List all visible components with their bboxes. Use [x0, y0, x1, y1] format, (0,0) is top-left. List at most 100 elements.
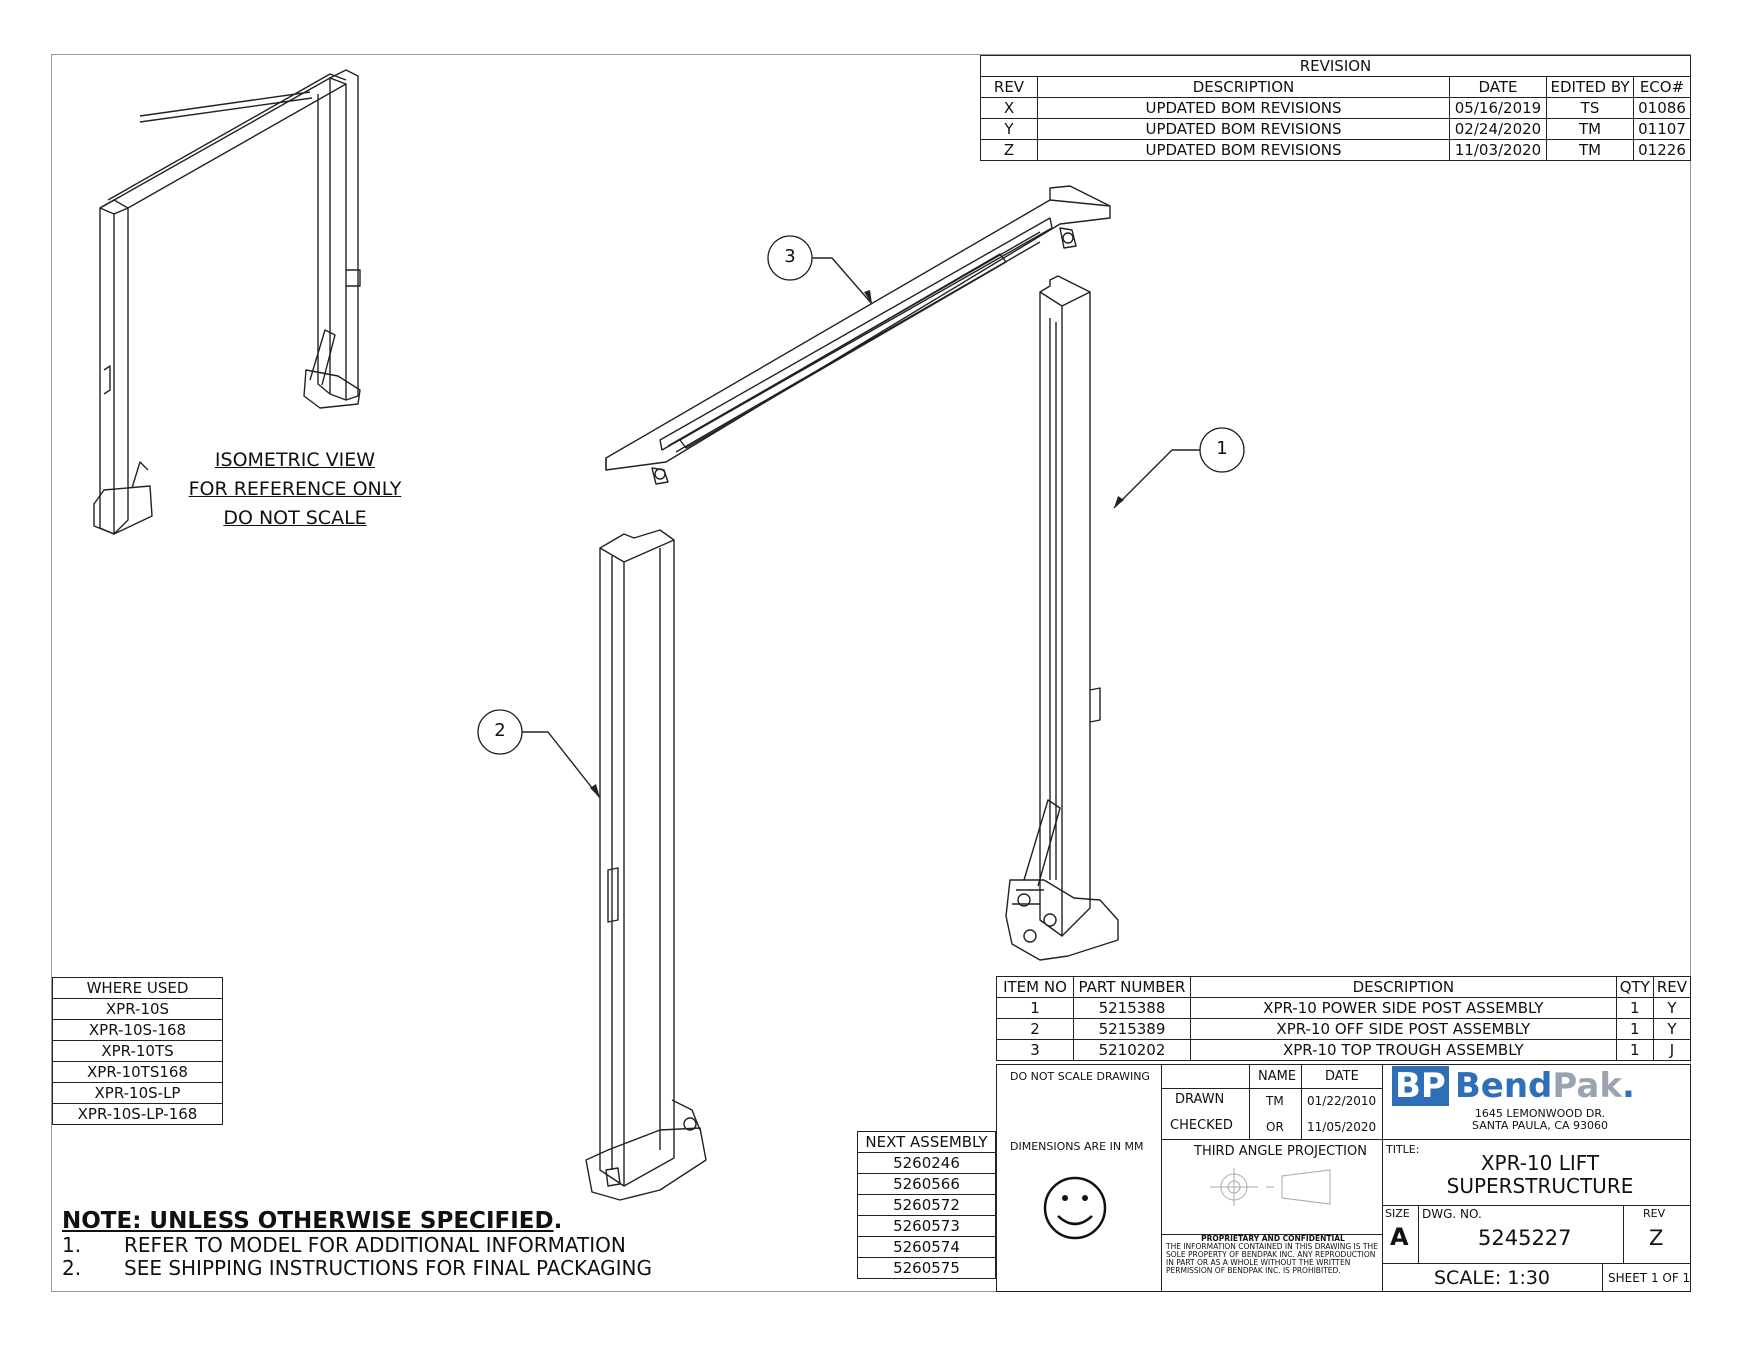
- next-assembly-item: 5260575: [857, 1257, 996, 1279]
- note-item: 2. SEE SHIPPING INSTRUCTIONS FOR FINAL PA…: [62, 1257, 652, 1280]
- rev-value: Z: [1649, 1226, 1664, 1250]
- next-assembly-item: 5260572: [857, 1194, 996, 1216]
- bom-row: 3 5210202 XPR-10 TOP TROUGH ASSEMBLY 1 J: [996, 1039, 1692, 1061]
- off-side-post: [585, 529, 707, 1201]
- proprietary-title: PROPRIETARY AND CONFIDENTIAL: [1201, 1234, 1345, 1243]
- isometric-note-line: FOR REFERENCE ONLY: [188, 478, 402, 500]
- bom-cell: 5210202: [1073, 1039, 1191, 1061]
- bom-header: ITEM NO: [996, 976, 1074, 998]
- balloon-3: [767, 235, 813, 281]
- logo-dot: .: [1621, 1066, 1635, 1106]
- do-not-scale-label: DO NOT SCALE DRAWING: [1010, 1070, 1150, 1083]
- address-line: 1645 LEMONWOOD DR.: [1474, 1107, 1606, 1120]
- bom-header: REV: [1652, 976, 1692, 998]
- bom-table: ITEM NO PART NUMBER DESCRIPTION QTY REV …: [996, 976, 1692, 1061]
- sheet-value: SHEET 1 OF 1: [1608, 1271, 1691, 1285]
- where-used-item: XPR-10S: [52, 998, 223, 1020]
- revision-cell: 01107: [1633, 118, 1691, 140]
- notes-title-text: NOTE: UNLESS OTHERWISE SPECIFIED: [62, 1208, 554, 1234]
- name-header: NAME: [1258, 1069, 1297, 1084]
- bom-header-row: ITEM NO PART NUMBER DESCRIPTION QTY REV: [996, 976, 1692, 998]
- next-assembly-item: 5260574: [857, 1236, 996, 1258]
- drawing-title-line: XPR-10 LIFT: [1480, 1151, 1600, 1175]
- note-item: 1. REFER TO MODEL FOR ADDITIONAL INFORMAT…: [62, 1234, 652, 1257]
- drawn-date: 01/22/2010: [1307, 1094, 1377, 1108]
- bom-cell: 1: [1615, 1039, 1654, 1061]
- bom-cell: Y: [1652, 1018, 1692, 1040]
- notes-block: NOTE: UNLESS OTHERWISE SPECIFIED. 1. REFE…: [62, 1208, 652, 1280]
- checked-date: 11/05/2020: [1307, 1120, 1377, 1134]
- power-side-post: [1005, 275, 1119, 961]
- rev-label: REV: [1643, 1207, 1666, 1220]
- size-label: SIZE: [1385, 1207, 1410, 1220]
- dwg-number: 5245227: [1478, 1226, 1572, 1250]
- date-header: DATE: [1325, 1069, 1359, 1084]
- dimensions-label: DIMENSIONS ARE IN MM: [1010, 1140, 1144, 1153]
- bom-header: QTY: [1615, 976, 1654, 998]
- balloon-2-label: 2: [494, 720, 506, 741]
- drawing-title: XPR-10 LIFT SUPERSTRUCTURE: [1420, 1152, 1660, 1198]
- bom-cell: J: [1652, 1039, 1692, 1061]
- where-used-item: XPR-10S-168: [52, 1019, 223, 1041]
- revision-header: ECO#: [1633, 76, 1691, 98]
- bom-cell: 5215388: [1073, 997, 1191, 1019]
- bom-cell: 1: [1615, 997, 1654, 1019]
- revision-cell: TM: [1546, 139, 1634, 161]
- where-used-item: XPR-10TS: [52, 1040, 223, 1062]
- bom-cell: 1: [1615, 1018, 1654, 1040]
- balloon-1-label: 1: [1216, 438, 1228, 459]
- checked-label: CHECKED: [1170, 1118, 1233, 1133]
- notes-title: NOTE: UNLESS OTHERWISE SPECIFIED.: [62, 1208, 563, 1234]
- bom-header: PART NUMBER: [1073, 976, 1191, 998]
- revision-cell: 11/03/2020: [1449, 139, 1547, 161]
- smiley-icon: [1043, 1176, 1107, 1240]
- note-text: REFER TO MODEL FOR ADDITIONAL INFORMATIO…: [124, 1233, 626, 1257]
- next-assembly-table: NEXT ASSEMBLY 5260246 5260566 5260572 52…: [857, 1131, 996, 1279]
- logo-bp-mark: BP: [1392, 1066, 1449, 1106]
- bom-row: 1 5215388 XPR-10 POWER SIDE POST ASSEMBL…: [996, 997, 1692, 1019]
- bom-row: 2 5215389 XPR-10 OFF SIDE POST ASSEMBLY …: [996, 1018, 1692, 1040]
- next-assembly-item: 5260566: [857, 1173, 996, 1195]
- proprietary-block: PROPRIETARY AND CONFIDENTIAL THE INFORMA…: [1166, 1235, 1380, 1275]
- logo-pak: Pak: [1552, 1066, 1622, 1106]
- size-value: A: [1390, 1223, 1409, 1251]
- revision-header: REV: [980, 76, 1038, 98]
- note-number: 2.: [62, 1256, 82, 1280]
- balloon-2: [477, 709, 523, 755]
- revision-cell: 01226: [1633, 139, 1691, 161]
- leader-lines: [522, 257, 1202, 799]
- checked-name: OR: [1266, 1120, 1284, 1134]
- isometric-view: [93, 69, 361, 535]
- bom-cell: 5215389: [1073, 1018, 1191, 1040]
- third-angle-projection-symbol: [1210, 1168, 1331, 1206]
- note-number: 1.: [62, 1233, 82, 1257]
- top-trough: [605, 185, 1111, 485]
- where-used-table: WHERE USED XPR-10S XPR-10S-168 XPR-10TS …: [52, 977, 223, 1125]
- bom-cell: XPR-10 TOP TROUGH ASSEMBLY: [1190, 1039, 1617, 1061]
- bom-cell: XPR-10 OFF SIDE POST ASSEMBLY: [1190, 1018, 1617, 1040]
- where-used-item: XPR-10TS168: [52, 1061, 223, 1083]
- drawn-name: TM: [1266, 1094, 1284, 1108]
- revision-row: Z UPDATED BOM REVISIONS 11/03/2020 TM 01…: [980, 139, 1691, 161]
- next-assembly-title: NEXT ASSEMBLY: [857, 1131, 996, 1153]
- next-assembly-item: 5260246: [857, 1152, 996, 1174]
- next-assembly-item: 5260573: [857, 1215, 996, 1237]
- isometric-note: ISOMETRIC VIEW FOR REFERENCE ONLY DO NOT…: [170, 446, 420, 533]
- scale-value: SCALE: 1:30: [1434, 1267, 1551, 1289]
- bom-cell: XPR-10 POWER SIDE POST ASSEMBLY: [1190, 997, 1617, 1019]
- tb-left-cell: [996, 1064, 1162, 1292]
- isometric-note-line: DO NOT SCALE: [223, 507, 367, 529]
- title-label: TITLE:: [1386, 1143, 1420, 1156]
- logo-bend: Bend: [1454, 1066, 1553, 1106]
- revision-table: REVISION REV DESCRIPTION DATE EDITED BY …: [980, 55, 1691, 161]
- address-line: SANTA PAULA, CA 93060: [1472, 1119, 1608, 1132]
- revision-cell: UPDATED BOM REVISIONS: [1037, 139, 1450, 161]
- tb-cell: [1161, 1064, 1250, 1089]
- drawn-label: DRAWN: [1175, 1092, 1225, 1107]
- drawing-title-line: SUPERSTRUCTURE: [1446, 1174, 1634, 1198]
- note-text: SEE SHIPPING INSTRUCTIONS FOR FINAL PACK…: [124, 1256, 653, 1280]
- projection-label: THIRD ANGLE PROJECTION: [1194, 1144, 1367, 1159]
- proprietary-text: THE INFORMATION CONTAINED IN THIS DRAWIN…: [1166, 1242, 1378, 1275]
